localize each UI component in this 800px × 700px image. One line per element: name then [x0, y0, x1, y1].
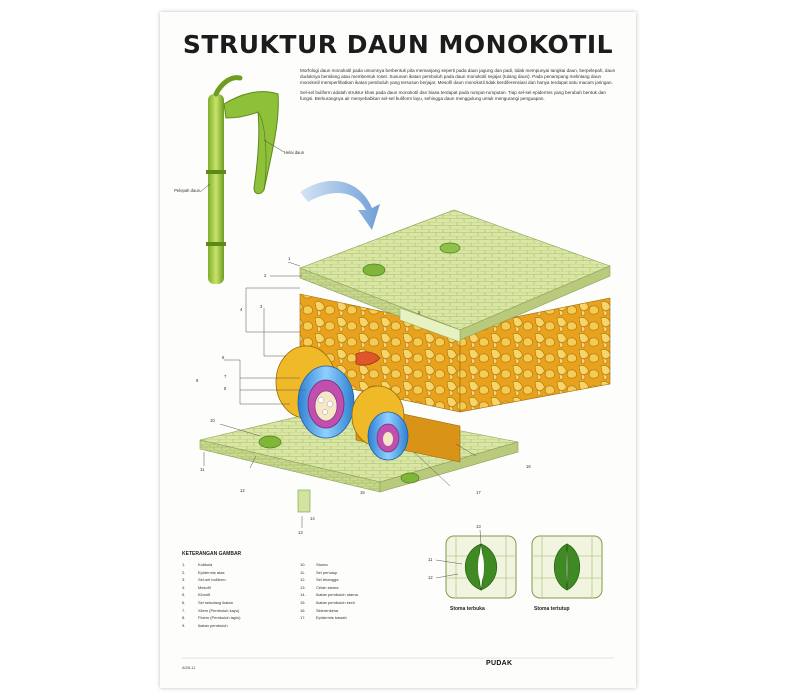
legend-column-1: 1.Kutikula 2.Epidermis atas 3.Sel-sel bu… — [182, 561, 240, 629]
legend-item: 8.Floem (Pembuluh tapis) — [182, 615, 241, 621]
leader-line — [199, 183, 211, 193]
main-vascular-bundle — [275, 345, 381, 439]
upper-epidermis-slab — [299, 209, 611, 343]
legend-item: 4.Mesofil — [182, 584, 211, 590]
poster-code: AGB-11 — [182, 666, 196, 670]
callout-3: 3 — [260, 304, 263, 309]
callout-2: 2 — [264, 273, 267, 278]
stoma-closed-caption: Stoma tertutup — [534, 606, 570, 612]
stoma-upper — [362, 263, 386, 277]
stoma-lower — [400, 472, 420, 484]
legend-item: 11.Sel penutup — [300, 569, 338, 575]
stoma-lower — [258, 435, 282, 449]
stoma-label-11: 11 — [428, 557, 433, 562]
callout-10: 10 — [210, 418, 215, 423]
callout-6: 6 — [222, 355, 225, 360]
legend-item: 5.Klorofil — [182, 592, 211, 598]
publisher-logo: PUDAK — [486, 660, 513, 667]
legend-item: 12.Sel tetangga — [300, 577, 339, 583]
leaf-structure-diagram — [182, 75, 614, 659]
legend-item: 7.Xilem (Pembuluh kayu) — [182, 607, 240, 613]
stoma-open-caption: Stoma terbuka — [450, 606, 485, 612]
legend-heading: KETERANGAN GAMBAR — [182, 551, 242, 557]
poster: STRUKTUR DAUN MONOKOTIL Morfologi daun m… — [160, 12, 636, 688]
callout-1: 1 — [288, 256, 291, 261]
stoma-label-13: 13 — [476, 524, 481, 529]
legend-item: 3.Sel-sel buliform — [182, 577, 226, 583]
stoma-label-12: 12 — [428, 575, 433, 580]
stoma-upper — [439, 242, 461, 254]
small-vascular-bundle — [351, 385, 409, 461]
callout-12: 12 — [240, 488, 245, 493]
legend-item: 6.Sel seludang ikatan — [182, 599, 233, 605]
legend-item: 1.Kutikula — [182, 562, 213, 567]
lower-epidermis-slab — [199, 406, 519, 493]
legend-item: 2.Epidermis atas — [182, 569, 225, 575]
curved-arrow-icon — [300, 180, 380, 230]
callout-8: 8 — [224, 386, 227, 391]
legend-item: 15.Ikatan pembuluh kecil — [300, 599, 355, 605]
callout-leaders — [203, 261, 477, 528]
label-helai-daun: Helai daun — [284, 150, 305, 155]
leader-line — [263, 139, 285, 153]
callout-16: 16 — [526, 464, 531, 469]
stoma-closed-panel — [531, 535, 603, 599]
stoma-cross-section — [297, 489, 311, 513]
legend-column-2: 10.Stoma 11.Sel penutup 12.Sel tetangga … — [300, 561, 358, 622]
legend-item: 10.Stoma — [300, 562, 328, 567]
callout-13: 13 — [298, 530, 303, 535]
intro-paragraph-2: Sel-sel buliform adalah struktur khas pa… — [300, 89, 606, 101]
legend-item: 14.Ikatan pembuluh utama — [300, 592, 358, 598]
callout-14: 14 — [310, 516, 315, 521]
callout-17: 17 — [476, 490, 481, 495]
callout-11: 11 — [200, 467, 205, 472]
legend-item: 16.Sklerenkima — [300, 607, 339, 613]
label-pelepah-daun: Pelepah daun — [174, 188, 200, 193]
callout-7: 7 — [224, 374, 227, 379]
plant-stem-illustration — [206, 75, 279, 284]
intro-text: Morfologi daun monokotil pada umumnya be… — [300, 68, 616, 105]
legend-item: 9.Ikatan pembuluh — [182, 622, 228, 628]
callout-4: 4 — [240, 307, 243, 312]
stoma-open-panel — [445, 535, 517, 599]
callout-9: 9 — [196, 378, 199, 383]
legend-item: 17.Epidermis bawah — [300, 615, 347, 621]
intro-paragraph-1: Morfologi daun monokotil pada umumnya be… — [300, 68, 616, 86]
legend-item: 13.Celah stoma — [300, 584, 339, 590]
callout-5: 5 — [418, 310, 421, 315]
callout-15: 15 — [360, 490, 365, 495]
poster-title: STRUKTUR DAUN MONOKOTIL — [182, 30, 614, 59]
